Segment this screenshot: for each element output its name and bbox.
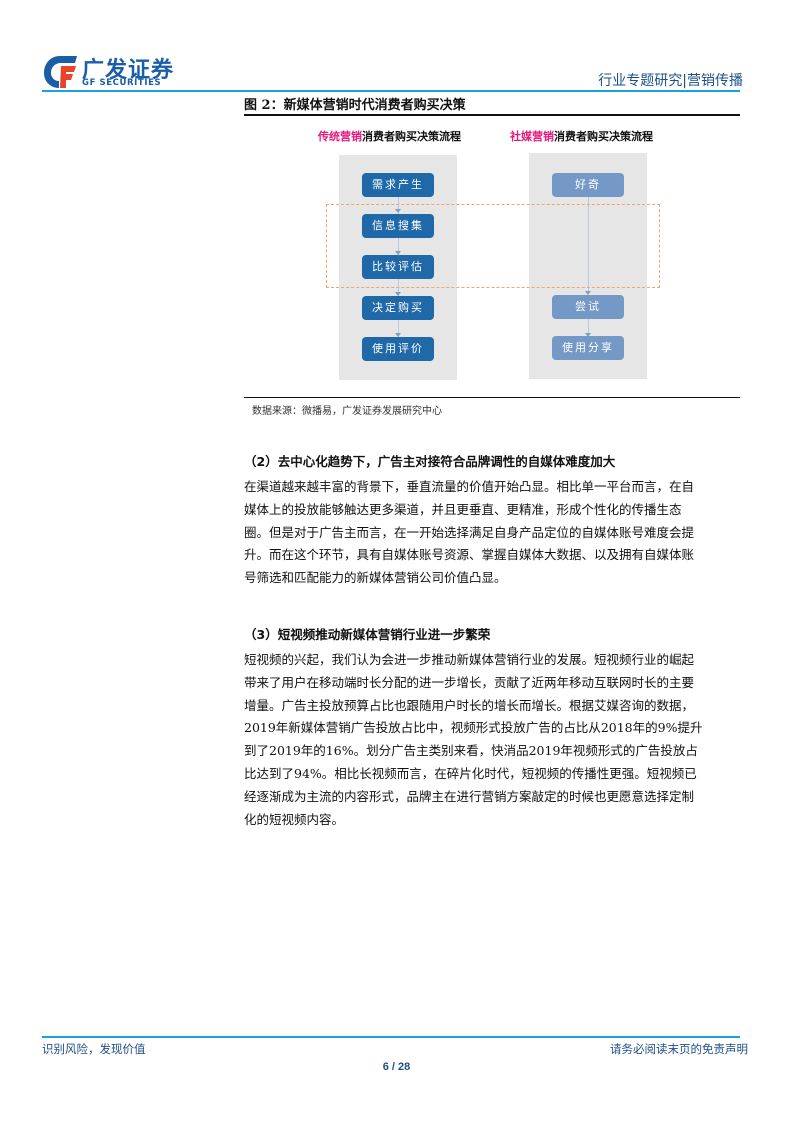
figure-title: 图 2：新媒体营销时代消费者购买决策 (244, 98, 466, 113)
left-flow-title-rest: 消费者购买决策流程 (362, 130, 461, 143)
text-line: 比达到了94%。相比长视频而言，在碎片化时代，短视频的传播性更强。短视频已 (244, 765, 697, 781)
right-flow-title-rest: 消费者购买决策流程 (554, 130, 653, 143)
arrow-down-icon (585, 333, 591, 337)
text-line: 2019年新媒体营销广告投放占比中，视频形式投放广告的占比从2018年的9%提升 (244, 720, 703, 736)
left-flow-title: 传统营销消费者购买决策流程 (318, 128, 461, 144)
text-line: 号筛选和匹配能力的新媒体营销公司价值凸显。 (244, 570, 507, 586)
text-line: 圈。但是对于广告主而言，在一开始选择满足自身产品定位的自媒体账号难度会提 (244, 524, 695, 540)
text-line: 媒体上的投放能够触达更多渠道，并且更垂直、更精准，形成个性化的传播生态 (244, 501, 682, 517)
text-line: 经逐渐成为主流的内容形式，品牌主在进行营销方案敲定的时候也更愿意选择定制 (244, 788, 695, 804)
text-line: 增量。广告主投放预算占比也跟随用户时长的增长而增长。根据艾媒咨询的数据， (244, 697, 695, 713)
arrow-down-icon (395, 333, 401, 337)
arrow-down-icon (395, 251, 401, 255)
text-line: 带来了用户在移动端时长分配的进一步增长，贡献了近两年移动互联网时长的主要 (244, 674, 695, 690)
section-2-heading: （2）去中心化趋势下，广告主对接符合品牌调性的自媒体难度加大 (244, 454, 616, 469)
flow-step-trial: 尝试 (552, 295, 624, 319)
section-3-heading: （3）短视频推动新媒体营销行业进一步繁荣 (244, 627, 491, 642)
arrow-down-icon (585, 291, 591, 295)
section-2-paragraph: 在渠道越来越丰富的背景下，垂直流量的价值开始凸显。相比单一平台而言，在自 媒体上… (244, 476, 746, 590)
flow-step-curiosity: 好奇 (552, 173, 624, 197)
arrow-down-icon (395, 292, 401, 296)
left-flow-title-highlight: 传统营销 (318, 130, 362, 143)
flow-step-review: 使用评价 (362, 337, 434, 361)
text-line: 升。而在这个环节，具有自媒体账号资源、掌握自媒体大数据、以及拥有自媒体账 (244, 547, 695, 563)
right-flow-title: 社媒营销消费者购买决策流程 (510, 128, 653, 144)
logo-english-name: GF SECURITIES (82, 78, 162, 88)
footer-slogan: 识别风险，发现价值 (42, 1042, 146, 1056)
text-line: 化的短视频内容。 (244, 811, 345, 827)
figure-top-rule (244, 114, 740, 116)
flow-step-share: 使用分享 (552, 336, 624, 360)
social-flow-panel: 好奇 尝试 使用分享 (529, 153, 647, 379)
flow-step-demand: 需求产生 (362, 173, 434, 197)
text-line: 在渠道越来越丰富的背景下，垂直流量的价值开始凸显。相比单一平台而言，在自 (244, 479, 695, 494)
traditional-flow-panel: 需求产生 信息搜集 比较评估 决定购买 使用评价 (339, 155, 457, 380)
flow-step-purchase: 决定购买 (362, 296, 434, 320)
text-line: 短视频的兴起，我们认为会进一步推动新媒体营销行业的发展。短视频行业的崛起 (244, 652, 695, 667)
arrow-down-icon (395, 209, 401, 213)
right-flow-title-highlight: 社媒营销 (510, 130, 554, 143)
figure-source: 数据来源：微播易，广发证券发展研究中心 (252, 406, 442, 417)
flow-step-evaluate: 比较评估 (362, 255, 434, 279)
flow-step-info-search: 信息搜集 (362, 214, 434, 238)
footer-disclaimer: 请务必阅读末页的免责声明 (610, 1042, 748, 1056)
text-line: 到了2019年的16%。划分广告主类别来看，快消品2019年视频形式的广告投放占 (244, 743, 698, 759)
gf-logo-icon (44, 56, 77, 88)
flow-connector (588, 195, 589, 355)
skipped-steps-highlight-box (326, 204, 660, 288)
section-3-paragraph: 短视频的兴起，我们认为会进一步推动新媒体营销行业的发展。短视频行业的崛起 带来了… (244, 649, 746, 831)
footer-divider (42, 1036, 740, 1038)
report-category: 行业专题研究|营销传播 (598, 73, 743, 89)
page-number: 6 / 28 (382, 1061, 411, 1073)
figure-bottom-rule (244, 397, 740, 398)
company-logo: 广发证券 GF SECURITIES (42, 52, 182, 92)
logo-chinese-name: 广发证券 (82, 58, 175, 83)
header-divider (42, 90, 740, 92)
